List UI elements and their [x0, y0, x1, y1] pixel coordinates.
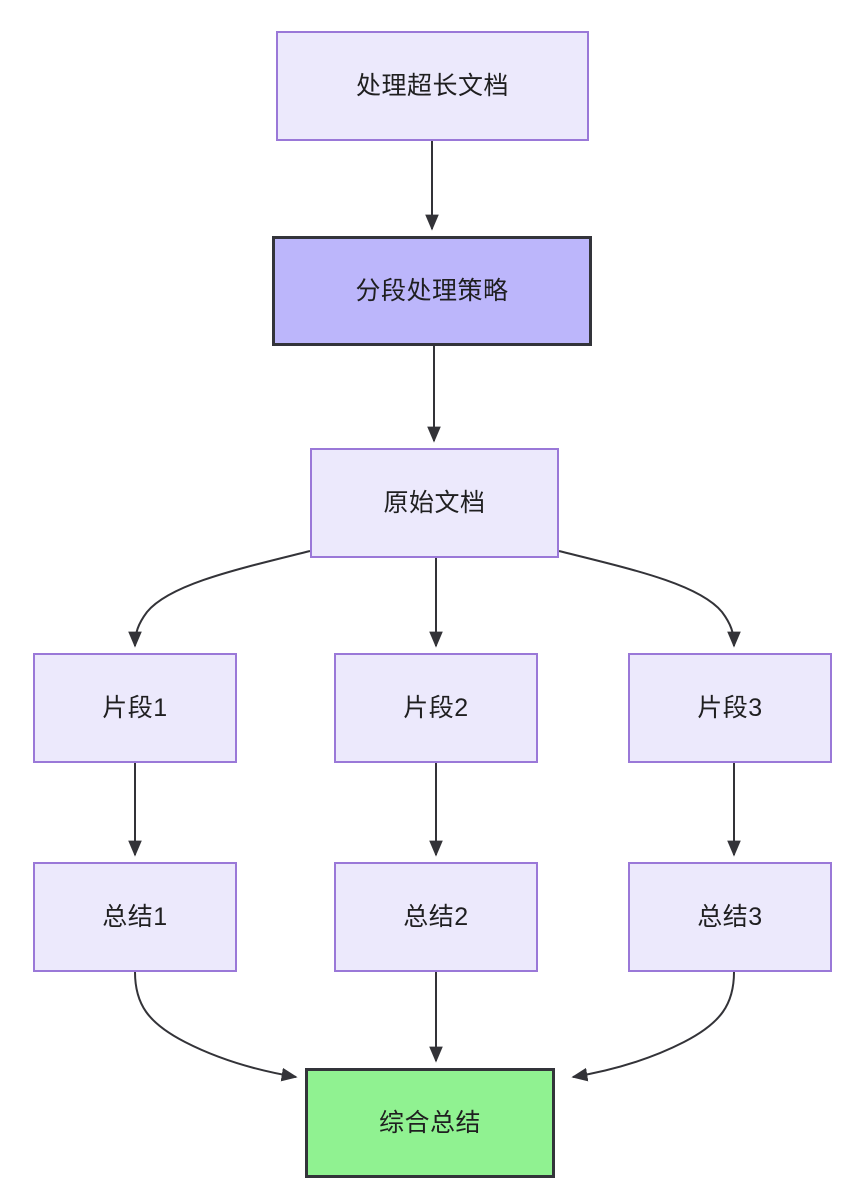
- node-chunk-3[interactable]: 片段3: [628, 653, 832, 763]
- edge-raw-doc-to-chunk-1: [128, 550, 311, 648]
- node-summary-1[interactable]: 总结1: [33, 862, 237, 972]
- node-summary-3[interactable]: 总结3: [628, 862, 832, 972]
- node-final-summary-label: 综合总结: [378, 1109, 481, 1137]
- node-summary-1-label: 总结1: [102, 903, 168, 931]
- node-raw-doc[interactable]: 原始文档: [310, 448, 559, 558]
- edge-summary-1-to-final: [134, 971, 298, 1082]
- node-chunk-1-label: 片段1: [102, 694, 168, 722]
- node-raw-doc-label: 原始文档: [383, 489, 486, 517]
- node-summary-2-label: 总结2: [403, 903, 469, 931]
- node-strategy-label: 分段处理策略: [355, 277, 509, 305]
- node-long-doc-label: 处理超长文档: [355, 72, 509, 100]
- node-chunk-1[interactable]: 片段1: [33, 653, 237, 763]
- edge-raw-doc-to-chunk-3: [558, 550, 741, 648]
- node-chunk-2[interactable]: 片段2: [334, 653, 538, 763]
- node-final-summary[interactable]: 综合总结: [305, 1068, 555, 1178]
- node-summary-3-label: 总结3: [697, 903, 763, 931]
- edge-summary-3-to-final: [571, 971, 735, 1082]
- node-chunk-3-label: 片段3: [697, 694, 763, 722]
- node-summary-2[interactable]: 总结2: [334, 862, 538, 972]
- node-long-doc[interactable]: 处理超长文档: [276, 31, 589, 141]
- node-chunk-2-label: 片段2: [403, 694, 469, 722]
- node-strategy[interactable]: 分段处理策略: [272, 236, 592, 346]
